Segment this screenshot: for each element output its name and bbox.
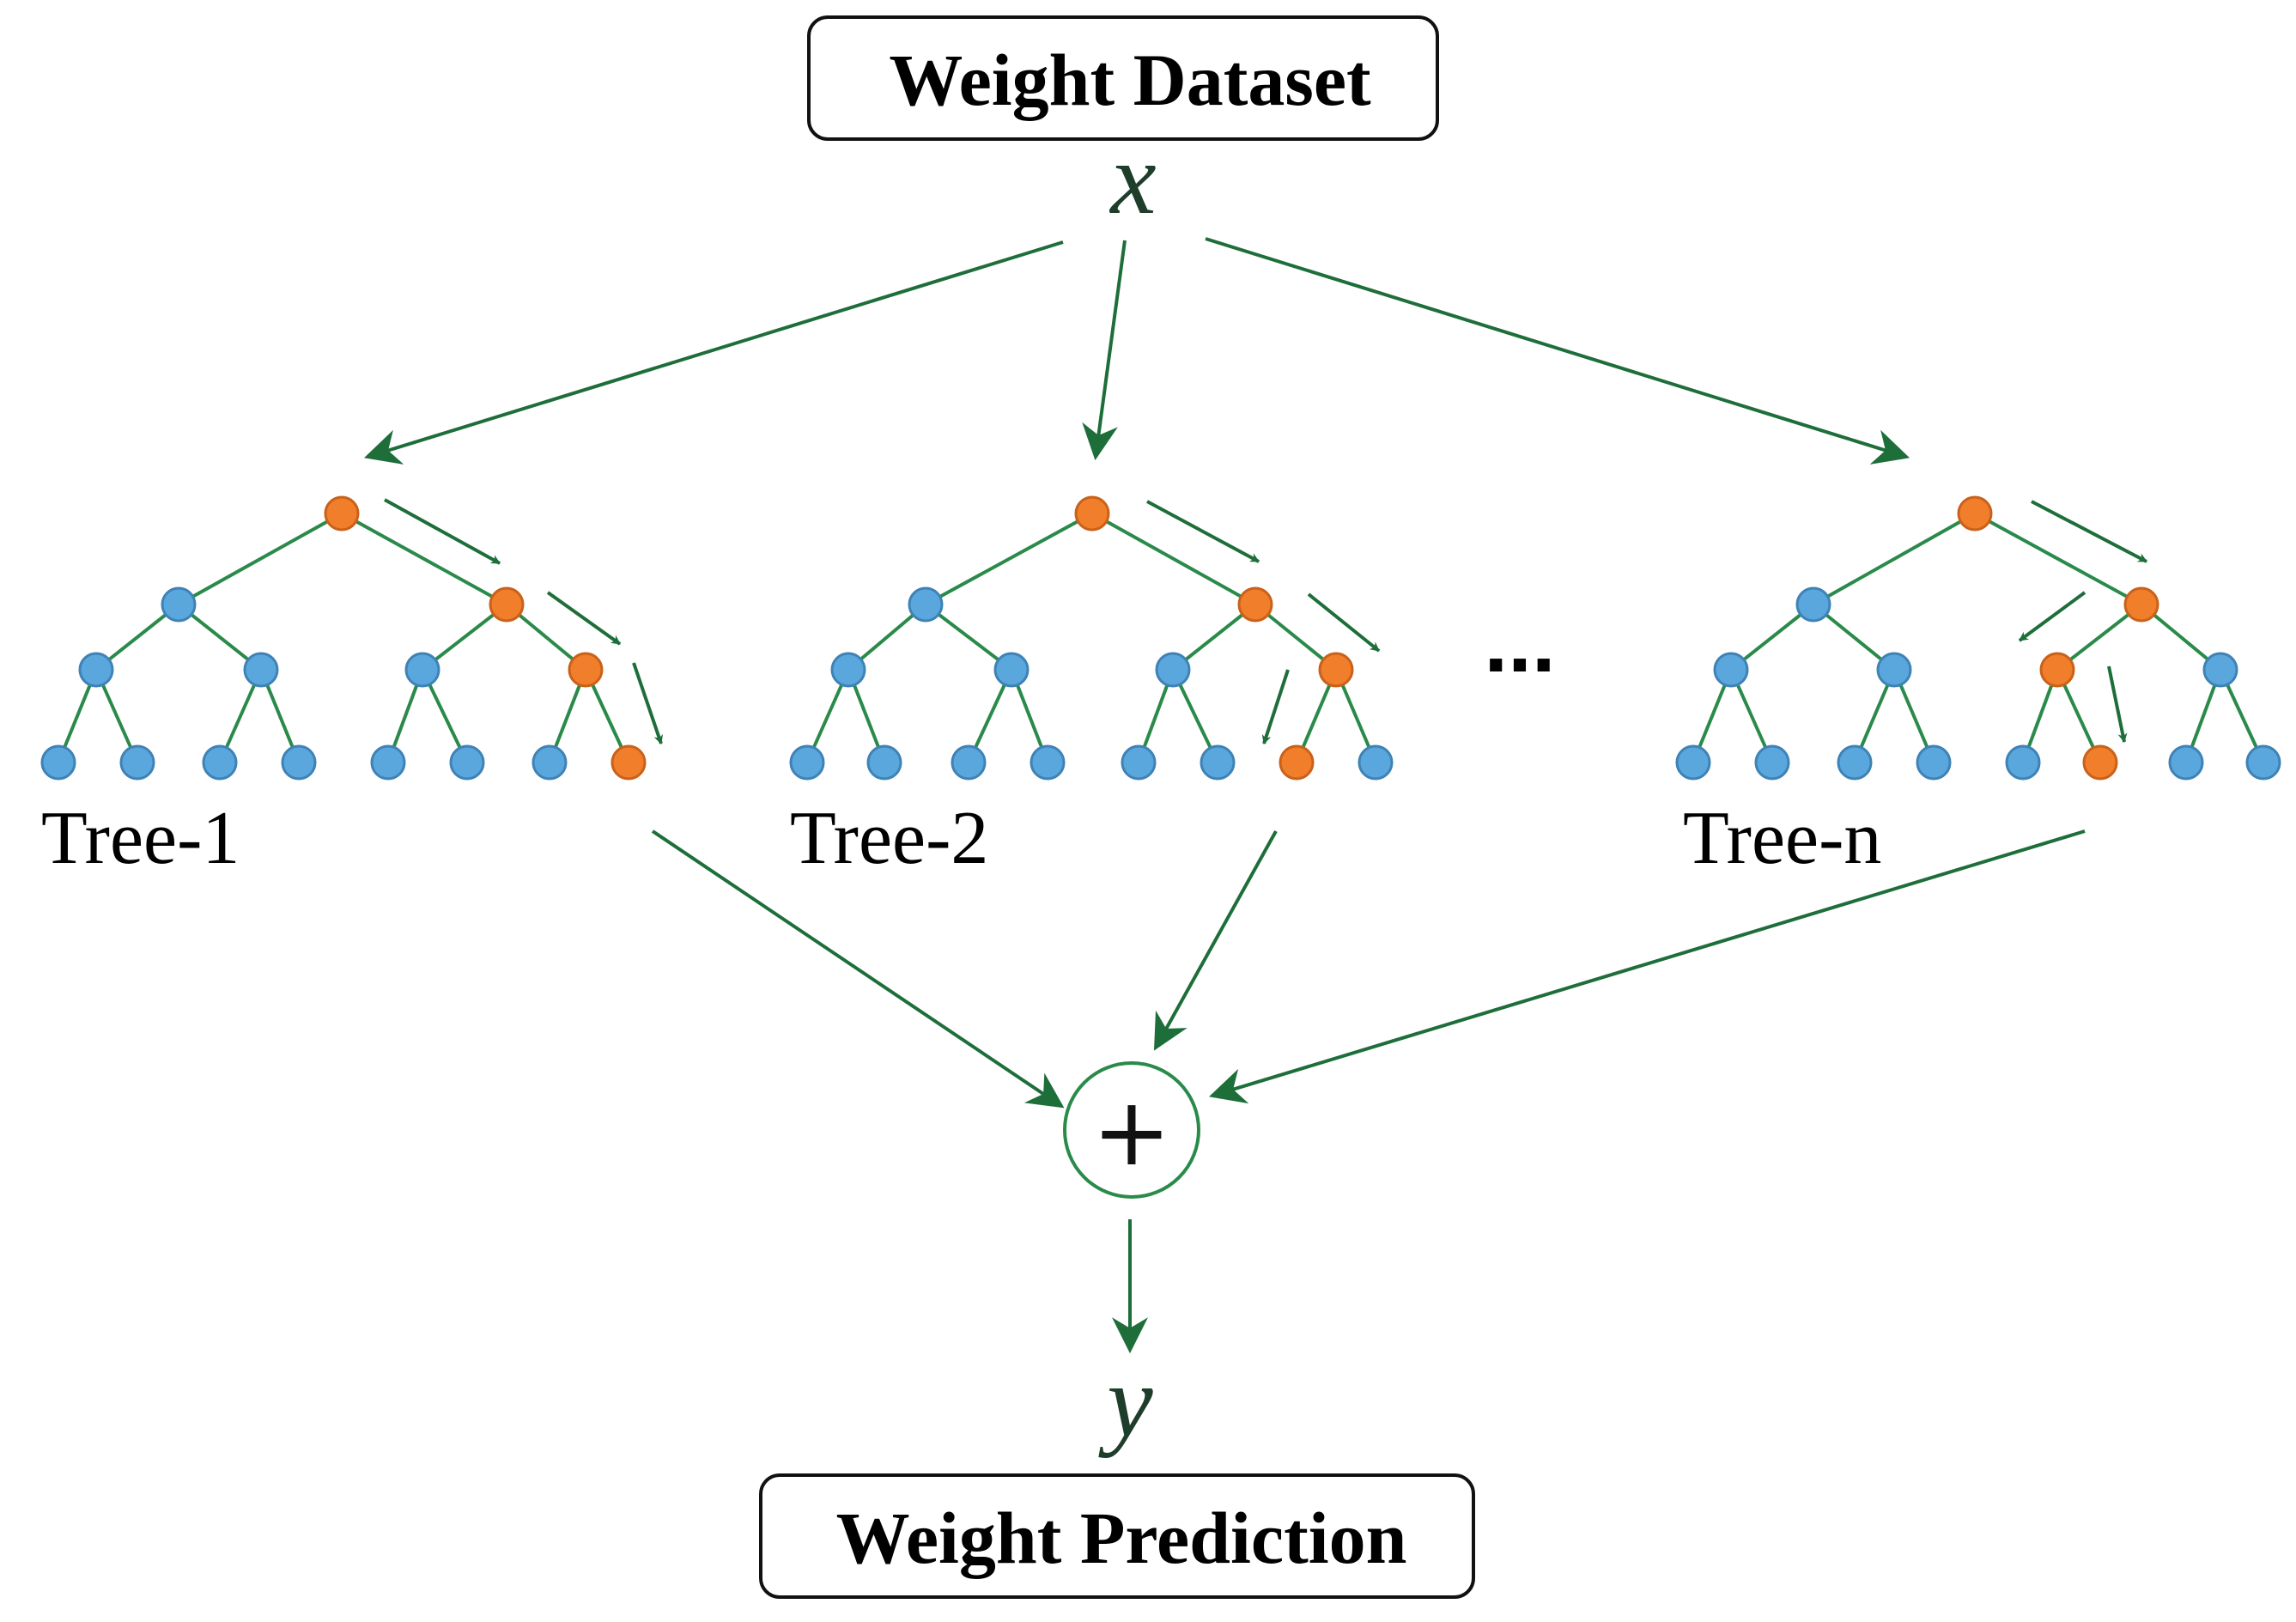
input-arrows xyxy=(363,237,1910,465)
tree-1 xyxy=(40,495,664,781)
tree-2-decision-path-arrow xyxy=(1307,592,1381,653)
tree-n-node xyxy=(1795,586,1831,623)
tree-2-decision-path-arrow xyxy=(1146,500,1260,563)
tree-2-node xyxy=(1358,744,1394,781)
tree-2-node xyxy=(908,586,944,623)
tree-2-edge xyxy=(1091,512,1256,606)
tree-n-node xyxy=(1675,744,1711,781)
tree-n-node xyxy=(2005,744,2041,781)
tree-n-decision-path-arrow xyxy=(2107,665,2128,744)
tree-n-node xyxy=(1837,744,1873,781)
weight-dataset-box: Weight Dataset xyxy=(807,15,1439,141)
tree-1-node xyxy=(370,744,406,781)
tree-2-node xyxy=(789,744,825,781)
tree-2-decision-path-arrow xyxy=(1261,669,1290,745)
tree-1-node xyxy=(202,744,238,781)
tree-n-active-node xyxy=(1957,495,1993,532)
arrow-tree-n-to-sum xyxy=(1208,829,2086,1104)
input-x-label: x xyxy=(1109,121,1156,235)
tree-n-node xyxy=(1754,744,1790,781)
tree-2-node xyxy=(1030,744,1066,781)
tree-1-node xyxy=(449,744,485,781)
tree-2-active-node xyxy=(1237,586,1273,623)
tree-1-node xyxy=(243,652,279,688)
tree-1-active-node xyxy=(568,652,604,688)
plus-icon: + xyxy=(1092,1077,1171,1187)
tree-1-node xyxy=(404,652,440,688)
tree-n-node xyxy=(1916,744,1952,781)
tree-1-active-node xyxy=(489,586,525,623)
tree-n xyxy=(1675,495,2281,781)
tree-n-active-node xyxy=(2039,652,2075,688)
tree-n-edge xyxy=(1813,512,1976,606)
tree-1-node xyxy=(281,744,317,781)
tree-n-node xyxy=(1713,652,1749,688)
tree-n-active-node xyxy=(2082,744,2118,781)
tree-1-node xyxy=(78,652,114,688)
tree-n-node xyxy=(2245,744,2281,781)
tree-n-node xyxy=(2168,744,2204,781)
tree-2-node xyxy=(866,744,902,781)
tree-n-node xyxy=(1876,652,1912,688)
tree-2-node xyxy=(830,652,866,688)
tree-2-node xyxy=(993,652,1030,688)
tree-1-edge xyxy=(178,512,343,606)
weight-prediction-label: Weight Prediction xyxy=(836,1497,1407,1579)
weight-dataset-label: Weight Dataset xyxy=(889,39,1371,121)
tree-1-active-node xyxy=(610,744,647,781)
tree-2-node xyxy=(1155,652,1191,688)
tree-n-active-node xyxy=(2123,586,2159,623)
arrow-tree-2-to-sum xyxy=(1153,830,1278,1051)
tree-2-label: Tree-2 xyxy=(790,797,988,880)
tree-n-decision-path-arrow xyxy=(2031,500,2147,563)
arrow-x-to-tree-2 xyxy=(1082,240,1127,461)
tree-n-edge xyxy=(1974,512,2142,606)
output-y-label: y xyxy=(1097,1344,1153,1458)
tree-n-label: Tree-n xyxy=(1683,797,1881,880)
tree-1-decision-path-arrow xyxy=(632,662,664,745)
arrow-x-to-tree-1 xyxy=(363,240,1064,465)
tree-2-node xyxy=(1200,744,1236,781)
tree-1-node xyxy=(531,744,568,781)
tree-2 xyxy=(789,495,1394,781)
tree-2-edge xyxy=(924,603,1013,671)
arrow-x-to-tree-n xyxy=(1205,237,1910,465)
sum-aggregator: + xyxy=(1063,1061,1200,1199)
tree-1-node xyxy=(119,744,155,781)
tree-1-label: Tree-1 xyxy=(41,797,240,880)
tree-2-node xyxy=(951,744,987,781)
tree-n-node xyxy=(2202,652,2238,688)
tree-1-edge xyxy=(421,603,508,671)
tree-1-node xyxy=(40,744,76,781)
tree-1-active-node xyxy=(324,495,360,532)
output-arrows xyxy=(651,829,2086,1109)
tree-2-node xyxy=(1121,744,1157,781)
tree-1-decision-path-arrow xyxy=(546,591,622,646)
tree-2-active-node xyxy=(1318,652,1354,688)
trees xyxy=(40,495,2281,781)
tree-n-edge xyxy=(2056,603,2143,671)
tree-1-decision-path-arrow xyxy=(384,498,501,565)
tree-2-edge xyxy=(925,512,1093,606)
tree-2-active-node xyxy=(1074,495,1110,532)
tree-n-decision-path-arrow xyxy=(2018,591,2086,642)
arrow-tree-1-to-sum xyxy=(651,829,1065,1109)
ellipsis: ... xyxy=(1484,594,1555,690)
weight-prediction-box: Weight Prediction xyxy=(759,1473,1475,1599)
tree-1-node xyxy=(161,586,197,623)
tree-1-edge xyxy=(341,512,507,606)
tree-2-active-node xyxy=(1279,744,1315,781)
